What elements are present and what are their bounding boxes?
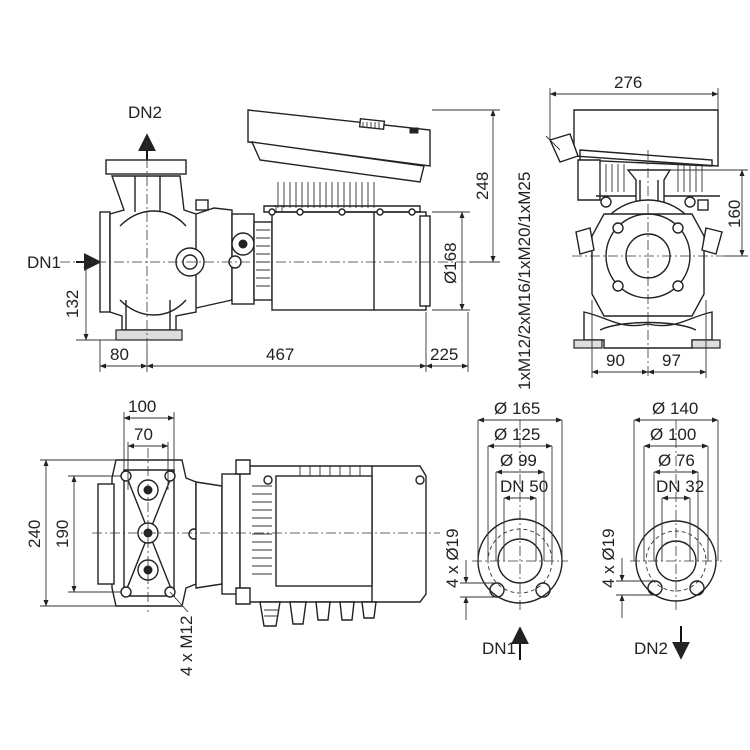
f1-holes-text: 4 x Ø19 [443,528,462,588]
dim-467-text: 467 [266,345,294,364]
f2-140-text: Ø 140 [652,399,698,418]
flange-dn1: Ø 165 Ø 125 Ø 99 DN 50 4 x Ø19 DN1 [443,399,568,660]
dim-90-text: 90 [606,351,625,370]
dim-225-text: 225 [430,345,458,364]
dim-240-text: 240 [25,520,44,548]
cable-glands-text: 1xM12/2xM16/1xM20/1xM25 [515,172,534,390]
f1-99-text: Ø 99 [500,451,537,470]
f1-165-text: Ø 165 [494,399,540,418]
dim-168-text: Ø168 [441,242,460,284]
top-view: 100 70 240 190 4 x M12 [25,397,440,676]
end-module [573,109,719,167]
f2-holes-text: 4 x Ø19 [599,528,618,588]
f1-125-text: Ø 125 [494,425,540,444]
f1-name-text: DN1 [482,639,516,658]
top-coupling [221,473,241,595]
dim-248-text: 248 [473,172,492,200]
flange-dn2: Ø 140 Ø 100 Ø 76 DN 32 4 x Ø19 DN2 [599,399,722,660]
dim-100-text: 100 [128,397,156,416]
dn1-side-label: DN1 [27,253,61,272]
f1-dn50-text: DN 50 [500,477,548,496]
dim-97-text: 97 [662,351,681,370]
end-view: 276 160 1xM12/2xM16/1xM20/1xM25 90 97 [515,73,748,390]
dim-132-text: 132 [63,290,82,318]
f2-name-text: DN2 [634,639,668,658]
side-view: DN2 DN1 [27,103,500,372]
bolts-m12-text: 4 x M12 [177,616,196,676]
coupling [228,213,273,305]
f2-76-text: Ø 76 [658,451,695,470]
dim-160-text: 160 [725,200,744,228]
dim-70-text: 70 [134,425,153,444]
dim-80-text: 80 [110,345,129,364]
f2-dn32-text: DN 32 [656,477,704,496]
pump-casing [99,159,233,341]
dim-190-text: 190 [53,520,72,548]
electronics-module [247,109,431,183]
motor-body [271,205,431,311]
dn2-top-label: DN2 [128,103,162,122]
dim-276-text: 276 [614,73,642,92]
f2-100-text: Ø 100 [650,425,696,444]
cooling-fins [263,182,421,216]
cable-gland [549,133,579,163]
top-cable-glands [259,601,377,627]
